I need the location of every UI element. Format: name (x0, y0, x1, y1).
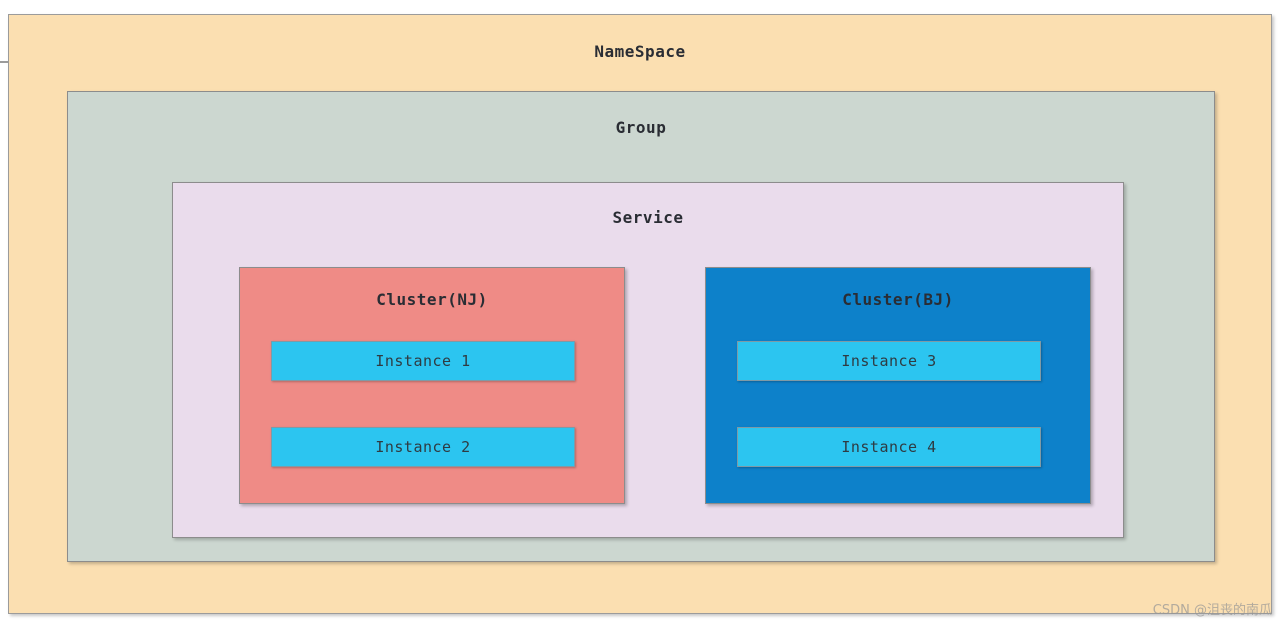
cluster-nj-container: Cluster(NJ) Instance 1 Instance 2 (239, 267, 625, 504)
instance-box-1: Instance 1 (271, 341, 575, 381)
group-container: Group Service Cluster(NJ) Instance 1 Ins… (67, 91, 1215, 562)
cluster-bj-title: Cluster(BJ) (842, 290, 954, 309)
instance-label-1: Instance 1 (375, 352, 471, 370)
service-title: Service (612, 208, 684, 227)
namespace-title: NameSpace (594, 42, 686, 61)
namespace-container: NameSpace Group Service Cluster(NJ) Inst… (8, 14, 1272, 614)
instance-box-2: Instance 2 (271, 427, 575, 467)
instance-box-4: Instance 4 (737, 427, 1041, 467)
namespace-left-tick-mark (0, 61, 9, 63)
service-container: Service Cluster(NJ) Instance 1 Instance … (172, 182, 1124, 538)
cluster-nj-title: Cluster(NJ) (376, 290, 488, 309)
instance-label-4: Instance 4 (841, 438, 937, 456)
group-title: Group (615, 118, 667, 137)
instance-box-3: Instance 3 (737, 341, 1041, 381)
instance-label-3: Instance 3 (841, 352, 937, 370)
cluster-bj-container: Cluster(BJ) Instance 3 Instance 4 (705, 267, 1091, 504)
instance-label-2: Instance 2 (375, 438, 471, 456)
